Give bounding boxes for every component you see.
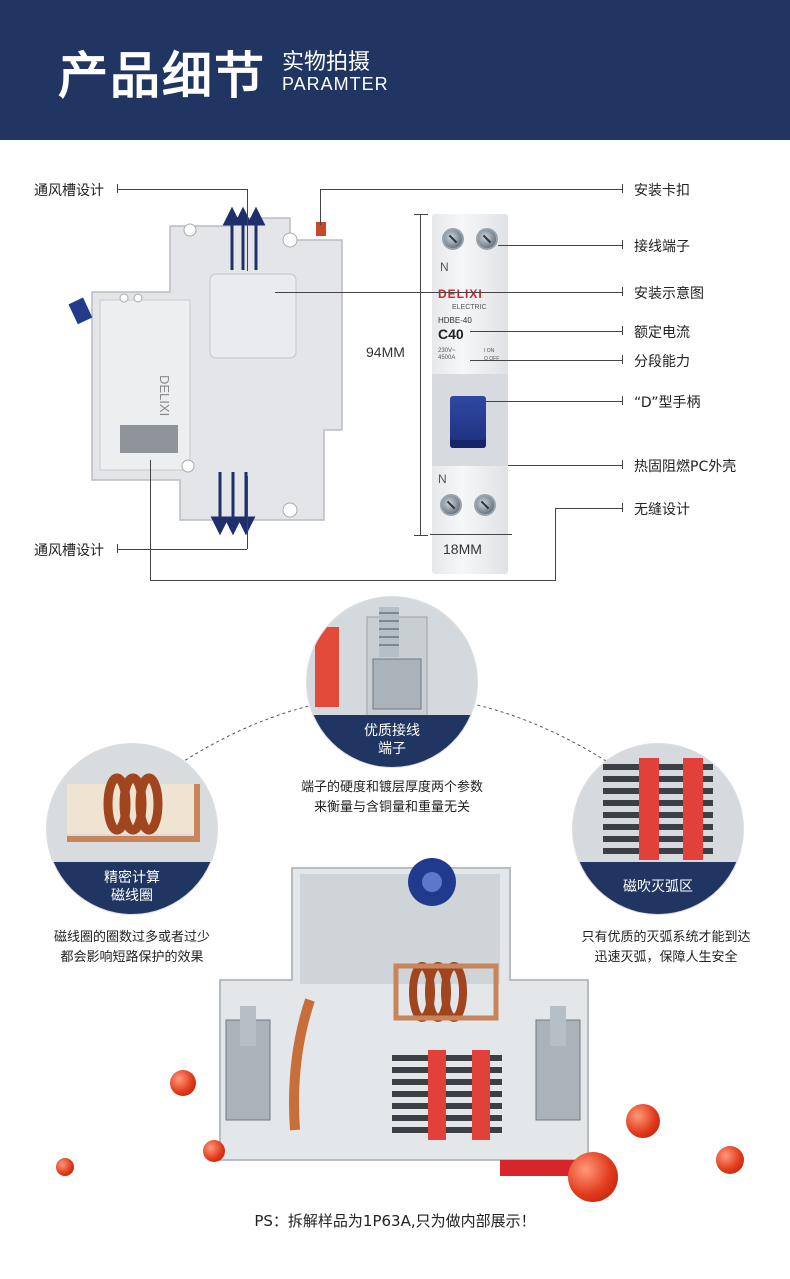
rating-label: C40 xyxy=(438,326,464,342)
feature-terminal-desc-1: 端子的硬度和镀层厚度两个参数 xyxy=(300,780,483,795)
feature-terminal-label: 优质接线 端子 xyxy=(307,715,477,767)
front-n-top: N xyxy=(440,260,449,274)
feature-coil-label: 精密计算 磁线圈 xyxy=(47,862,217,914)
callout-rated-current-line xyxy=(470,331,622,332)
spec-capacity: 4500A xyxy=(438,355,456,361)
decor-ball xyxy=(568,1152,618,1202)
top-terminal-screw-left xyxy=(442,228,464,250)
header-banner: 产品细节 实物拍摄 PARAMTER xyxy=(0,0,790,140)
feature-circle-arc: 磁吹灭弧区 xyxy=(572,743,744,915)
callout-terminal-tick xyxy=(622,240,623,249)
callout-clip-tick xyxy=(622,184,623,193)
callout-terminal-line xyxy=(498,245,622,246)
bottom-terminal-screw-right xyxy=(474,494,496,516)
callout-clip-vline xyxy=(320,189,321,225)
feature-terminal-label-2: 端子 xyxy=(378,741,406,757)
brand-logo: DELIXI xyxy=(438,287,483,301)
breaker-front-view: N DELIXI ELECTRIC HDBE-40 C40 230V~ 4500… xyxy=(432,214,508,574)
callout-shell-line xyxy=(508,465,622,466)
callout-clip-line xyxy=(320,189,622,190)
callout-vent-bottom-line xyxy=(117,549,247,550)
feature-terminal-desc: 端子的硬度和镀层厚度两个参数 来衡量与含铜量和重量无关 xyxy=(272,778,512,818)
height-dimension-cap-bottom xyxy=(414,535,428,536)
feature-arc-desc-1: 只有优质的灭弧系统才能到达 xyxy=(581,930,751,945)
feature-coil-desc: 磁线圈的圈数过多或者过少 都会影响短路保护的效果 xyxy=(20,928,244,968)
callout-rated-current-tick xyxy=(622,326,623,335)
top-terminal-screw-right xyxy=(476,228,498,250)
spec-voltage: 230V~ xyxy=(438,348,456,354)
callout-breaking-capacity-line xyxy=(470,360,622,361)
callout-handle: “D”型手柄 xyxy=(634,395,701,411)
footer-note: PS：拆解样品为1P63A,只为做内部展示！ xyxy=(254,1212,536,1230)
callout-vent-top-vline xyxy=(247,189,248,271)
off-marker: O OFF xyxy=(484,356,500,362)
feature-arc-desc: 只有优质的灭弧系统才能到达 迅速灭弧，保障人生安全 xyxy=(560,928,772,968)
callout-seamless-vline-left xyxy=(150,460,151,581)
callout-seamless-tick xyxy=(622,503,623,512)
callout-handle-tick xyxy=(622,396,623,405)
breaker-side-view: DELIXI xyxy=(68,206,343,536)
on-marker: I ON xyxy=(484,348,495,354)
callout-seamless-vline xyxy=(555,508,556,580)
svg-text:DELIXI: DELIXI xyxy=(157,375,172,416)
feature-terminal-desc-2: 来衡量与含铜量和重量无关 xyxy=(313,800,470,815)
callout-vent-bottom: 通风槽设计 xyxy=(34,543,104,559)
callout-shell-tick xyxy=(622,460,623,469)
disassembled-breaker xyxy=(219,858,589,1176)
model-number: HDBE-40 xyxy=(438,316,472,325)
bottom-terminal-screw-left xyxy=(440,494,462,516)
page-subtitle: 实物拍摄 xyxy=(282,50,371,75)
width-dimension-label: 18MM xyxy=(443,541,482,557)
decor-ball xyxy=(170,1070,196,1096)
callout-diagram-tick xyxy=(622,287,623,296)
d-type-handle xyxy=(450,396,486,448)
brand-sub: ELECTRIC xyxy=(452,304,487,311)
callout-diagram: 安装示意图 xyxy=(634,286,704,302)
decor-ball xyxy=(203,1140,225,1162)
feature-coil-desc-1: 磁线圈的圈数过多或者过少 xyxy=(53,930,210,945)
callout-breaking-capacity: 分段能力 xyxy=(634,354,690,370)
callout-handle-line xyxy=(478,401,622,402)
decor-ball xyxy=(56,1158,74,1176)
callout-diagram-line xyxy=(275,292,622,293)
feature-terminal-label-1: 优质接线 xyxy=(364,723,420,739)
callout-breaking-capacity-tick xyxy=(622,355,623,364)
callout-vent-bottom-tick xyxy=(117,544,118,553)
callout-seamless: 无缝设计 xyxy=(634,502,690,518)
decor-ball xyxy=(626,1104,660,1138)
callout-vent-top: 通风槽设计 xyxy=(34,183,104,199)
callout-vent-top-tick xyxy=(117,184,118,193)
page-title: 产品细节 xyxy=(58,47,266,105)
feature-arc-desc-2: 迅速灭弧，保障人生安全 xyxy=(594,950,738,965)
feature-coil-label-1: 精密计算 xyxy=(104,870,160,886)
decor-ball xyxy=(716,1146,744,1174)
width-dimension-line xyxy=(430,534,512,535)
feature-coil-desc-2: 都会影响短路保护的效果 xyxy=(60,950,204,965)
feature-coil-label-2: 磁线圈 xyxy=(111,888,153,904)
height-dimension-cap-top xyxy=(414,214,428,215)
feature-arc-label: 磁吹灭弧区 xyxy=(573,862,743,914)
callout-clip: 安装卡扣 xyxy=(634,183,690,199)
height-dimension-line xyxy=(420,214,421,536)
feature-circle-coil: 精密计算 磁线圈 xyxy=(46,743,218,915)
callout-vent-top-line xyxy=(117,189,247,190)
callout-seamless-hline xyxy=(150,580,556,581)
page-subtitle-en: PARAMTER xyxy=(282,74,389,94)
callout-seamless-line xyxy=(555,508,622,509)
callout-terminal: 接线端子 xyxy=(634,239,690,255)
feature-circle-terminal: 优质接线 端子 xyxy=(306,596,478,768)
callout-rated-current: 额定电流 xyxy=(634,325,690,341)
height-dimension-label: 94MM xyxy=(366,344,405,360)
callout-shell: 热固阻燃PC外壳 xyxy=(634,459,737,475)
callout-vent-bottom-vline xyxy=(247,476,248,549)
front-n-bottom: N xyxy=(438,472,447,486)
